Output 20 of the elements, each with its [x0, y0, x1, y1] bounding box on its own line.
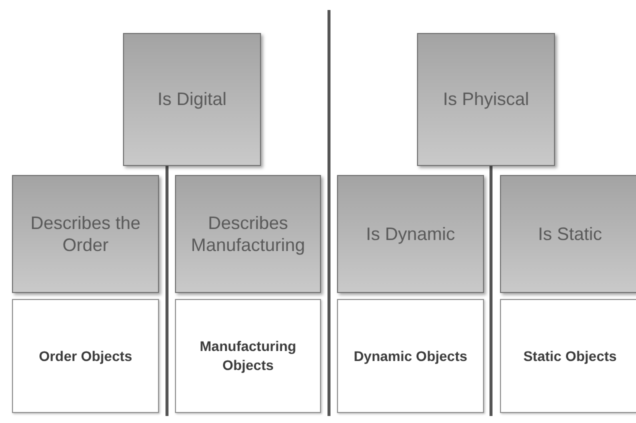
box-label: Is Static: [536, 222, 604, 246]
box-label: Is Phyiscal: [442, 88, 530, 111]
box-label: Describes Manufacturing: [190, 212, 306, 256]
category-box: [175, 175, 321, 293]
object-box: [337, 299, 484, 413]
box-label: Static Objects: [522, 346, 618, 366]
object-box: [175, 299, 321, 413]
category-box: [123, 33, 261, 166]
category-box: [12, 175, 159, 293]
box-label: Dynamic Objects: [352, 346, 468, 366]
box-label: Is Dynamic: [364, 222, 456, 246]
category-box: [337, 175, 484, 293]
category-box: [417, 33, 555, 166]
box-label: Manufacturing Objects: [198, 337, 298, 375]
box-label: Is Digital: [156, 88, 228, 111]
object-box: [12, 299, 159, 413]
box-label: Describes the Order: [29, 212, 142, 256]
box-label: Order Objects: [38, 346, 134, 366]
category-box: [500, 175, 636, 293]
object-box: [500, 299, 636, 413]
